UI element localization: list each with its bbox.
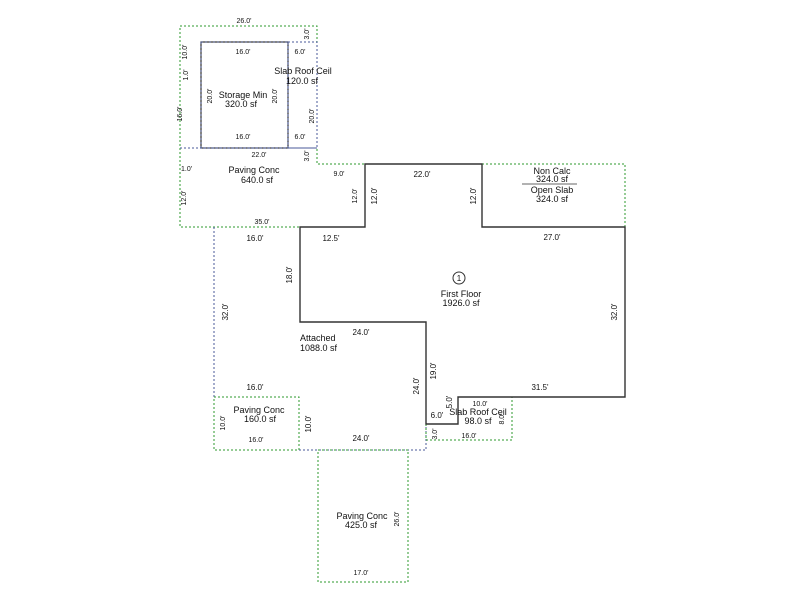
dim-top-26: 26.0' (237, 18, 252, 25)
dim-slab-right-3: 3.0' (432, 428, 439, 439)
dim-first-floor-32: 32.0' (610, 303, 619, 321)
dim-storage-top-16: 16.0' (236, 49, 251, 56)
dim-left-1b: 1.0' (181, 166, 192, 173)
dim-attached-16: 16.0' (246, 234, 264, 243)
dim-slab-right-20: 20.0' (309, 109, 316, 124)
dim-left-1a: 1.0' (183, 69, 190, 80)
label-paving-bottom: Paving Conc (336, 511, 388, 521)
dim-paving-12: 12.0' (352, 189, 359, 204)
first-floor-marker-circle (452, 271, 466, 285)
area-storage-min: 320.0 sf (225, 99, 258, 109)
dim-attached-10: 10.0' (304, 415, 313, 433)
area-paving-top: 640.0 sf (241, 175, 274, 185)
dim-right-3a: 3.0' (304, 28, 311, 39)
dim-first-floor-31-5: 31.5' (531, 383, 549, 392)
dim-first-floor-12a: 12.0' (370, 187, 379, 205)
label-non-calc: Non Calc (533, 166, 571, 176)
dim-slab-top-6: 6.0' (294, 49, 305, 56)
dim-first-floor-22: 22.0' (413, 170, 431, 179)
area-paving-bottom: 425.0 sf (345, 520, 378, 530)
outline-first-floor (299, 163, 626, 425)
dim-first-floor-12b: 12.0' (469, 187, 478, 205)
label-open-slab: Open Slab (531, 185, 574, 195)
dim-attached-32: 32.0' (221, 303, 230, 321)
area-open-slab: 324.0 sf (536, 194, 569, 204)
label-slab-roof-right: Slab Roof Ceil (449, 407, 507, 417)
dim-left-12: 12.0' (181, 191, 188, 206)
dim-right-3b: 3.0' (304, 150, 311, 161)
dim-first-floor-27: 27.0' (543, 233, 561, 242)
outline-top-patio (179, 25, 366, 228)
area-paving-left: 160.0 sf (244, 414, 277, 424)
outline-paving-bottom (317, 449, 409, 583)
label-paving-left: Paving Conc (233, 405, 285, 415)
dim-left-16: 16.0' (177, 107, 184, 122)
outline-slab-roof-right (425, 396, 513, 441)
dim-first-floor-12-5: 12.5' (322, 234, 340, 243)
dim-attached-16b: 16.0' (246, 383, 264, 392)
dim-paving-22: 22.0' (252, 152, 267, 159)
dim-slab-right-8: 8.0' (499, 413, 506, 424)
dim-attached-24: 24.0' (352, 434, 370, 443)
dim-storage-left-20: 20.0' (207, 89, 214, 104)
outline-slab-roof-top (287, 41, 318, 149)
dim-first-floor-6: 6.0' (431, 411, 444, 420)
label-attached: Attached (300, 333, 336, 343)
label-storage-min: Storage Min (219, 90, 268, 100)
dim-paving-bottom-26: 26.0' (394, 512, 401, 527)
dim-left-10: 10.0' (182, 45, 189, 60)
area-first-floor: 1926.0 sf (442, 298, 480, 308)
first-floor-marker: 1 (457, 274, 462, 283)
area-non-calc: 324.0 sf (536, 174, 569, 184)
label-slab-roof-top: Slab Roof Ceil (274, 66, 332, 76)
dim-paving-left-16: 16.0' (249, 437, 264, 444)
area-slab-roof-right: 98.0 sf (464, 416, 492, 426)
label-first-floor: First Floor (441, 289, 482, 299)
dim-first-floor-19: 19.0' (429, 362, 438, 380)
dim-paving-bottom-17: 17.0' (354, 570, 369, 577)
area-slab-roof-top: 120.0 sf (286, 76, 319, 86)
label-paving-top: Paving Conc (228, 165, 280, 175)
outline-paving-left (213, 396, 300, 451)
dim-slab-right-10: 10.0' (473, 401, 488, 408)
dim-first-floor-24b: 24.0' (412, 377, 421, 395)
area-attached: 1088.0 sf (300, 343, 338, 353)
dim-slab-bottom-6: 6.0' (294, 134, 305, 141)
dim-paving-35: 35.0' (255, 219, 270, 226)
dim-first-floor-18: 18.0' (285, 266, 294, 284)
dim-storage-right-20: 20.0' (272, 89, 279, 104)
dim-storage-bottom-16: 16.0' (236, 134, 251, 141)
dim-first-floor-24: 24.0' (352, 328, 370, 337)
dim-slab-right-16: 16.0' (462, 433, 477, 440)
outline-top-patio-group (179, 25, 366, 228)
dim-first-floor-5: 5.0' (445, 395, 454, 408)
dim-paving-9: 9.0' (333, 171, 344, 178)
dim-paving-left-10: 10.0' (220, 416, 227, 431)
